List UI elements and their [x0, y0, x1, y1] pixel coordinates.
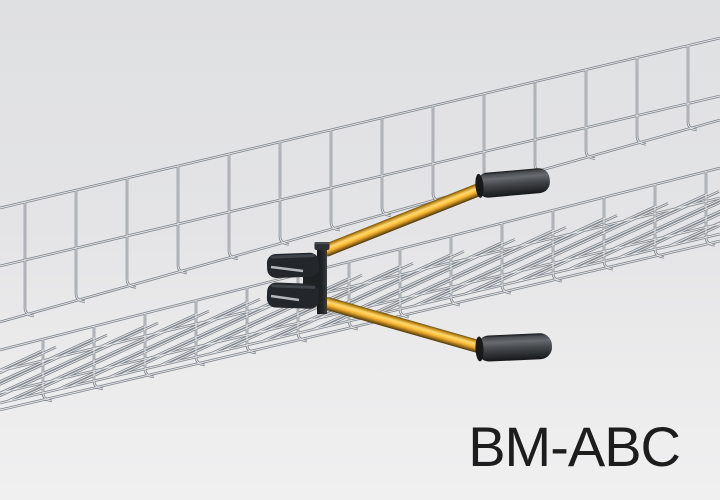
lower-handle-tube — [321, 297, 488, 354]
lower-jaw — [266, 282, 320, 309]
tool-head-cap-highlight — [314, 242, 330, 245]
tool-head-plate — [317, 243, 327, 314]
upper-handle-grip — [475, 168, 550, 198]
upper-handle-tube — [321, 180, 491, 257]
product-code-label: BM-ABC — [468, 415, 681, 478]
lower-handle-grip — [475, 333, 552, 362]
jaw-slot-wire — [270, 294, 300, 302]
cable-tray-mesh — [0, 36, 720, 412]
upper-jaw — [266, 252, 320, 278]
jaw-slot-wire — [270, 265, 304, 273]
installation-tool — [266, 168, 552, 362]
